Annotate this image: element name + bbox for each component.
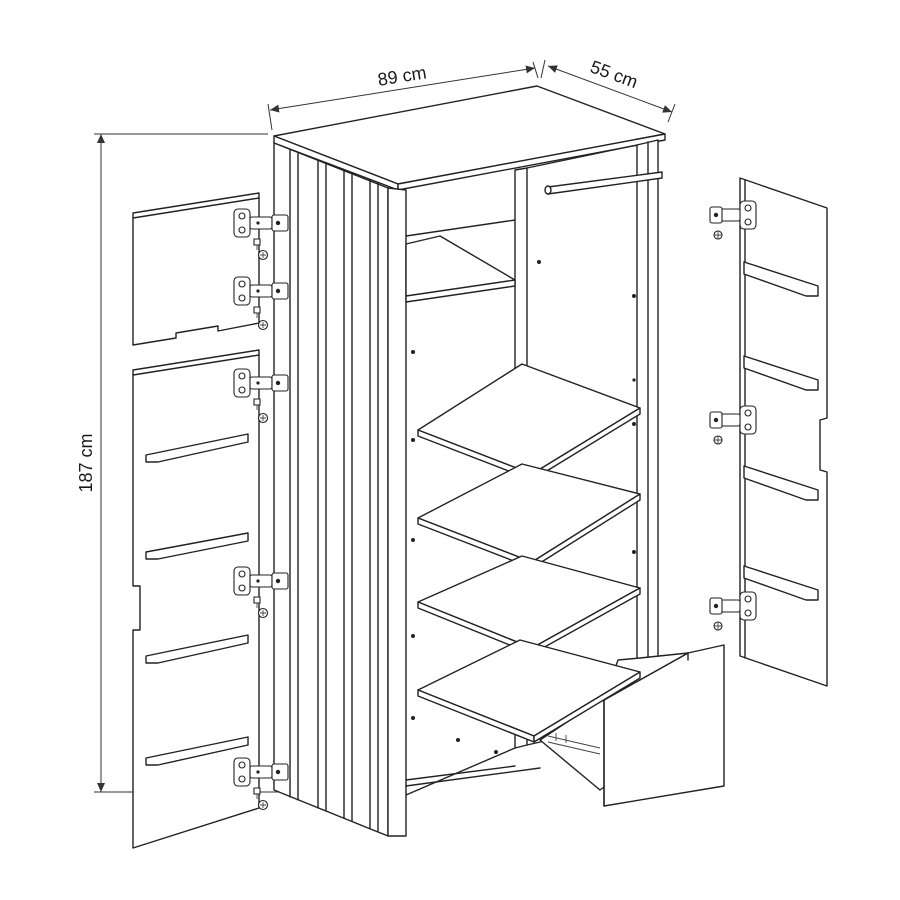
left-upper-door [132, 192, 260, 346]
screw-icon [257, 607, 269, 619]
depth-label: 55 cm [588, 57, 641, 93]
shelves [417, 363, 725, 807]
cabinet-body [273, 85, 666, 837]
door-handles-right [743, 261, 819, 601]
screw-icon [257, 249, 269, 261]
screw-icon [257, 412, 269, 424]
shelf-pin-holes [411, 260, 636, 754]
shelf-4 [417, 639, 641, 743]
screw-icon [257, 319, 269, 331]
height-label: 187 cm [76, 433, 96, 492]
shelf-2 [417, 463, 641, 569]
slat-grooves [289, 149, 379, 832]
dimension-height: 187 cm [76, 133, 280, 793]
hanging-rail [544, 171, 663, 195]
width-label: 89 cm [376, 62, 428, 89]
shelf-1 [417, 363, 641, 481]
pull-out-drawer [539, 644, 725, 807]
screw-icon [257, 799, 269, 811]
left-lower-door [132, 349, 260, 849]
shelf-3 [417, 555, 641, 655]
door-handles-left [145, 433, 249, 766]
right-door [739, 177, 828, 687]
